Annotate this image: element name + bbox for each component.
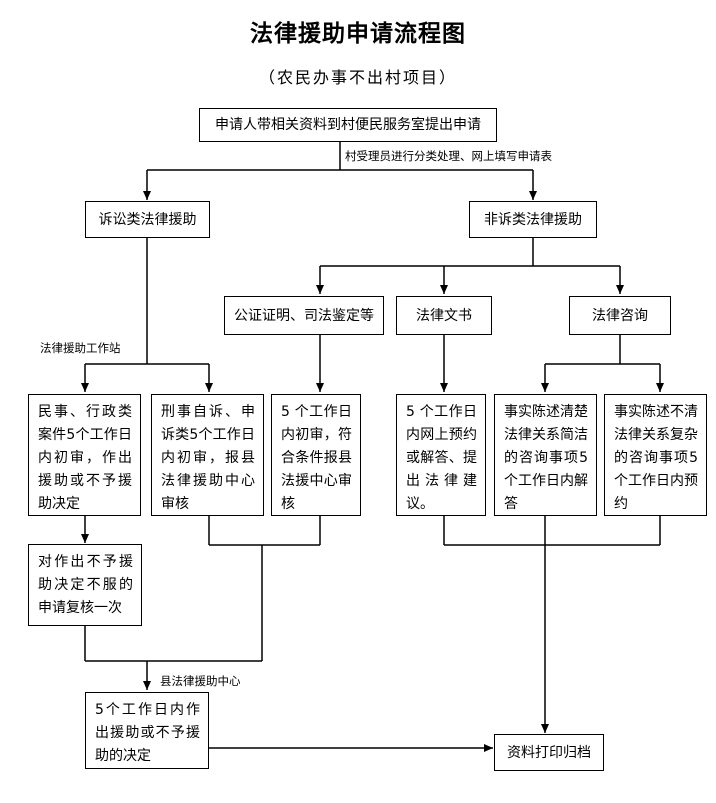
civil-admin-box: 民事、行政类案件5个工作日内初审，作出援助或不予援助决定 bbox=[28, 394, 141, 516]
consult-simple-box: 事实陈述清楚法律关系简洁的咨询事项5个工作日内解答 bbox=[494, 394, 597, 516]
review-once-box: 对作出不予援助决定不服的申请复核一次 bbox=[28, 544, 142, 626]
county-center-note: 县法律援助中心 bbox=[160, 674, 241, 688]
apply-box: 申请人带相关资料到村便民服务室提出申请 bbox=[199, 108, 497, 142]
legal-docs-box: 法律文书 bbox=[396, 296, 492, 335]
non-litigation-box: 非诉类法律援助 bbox=[469, 201, 597, 238]
criminal-box: 刑事自诉、申诉类5个工作日内初审，报县法律援助中心审核 bbox=[151, 394, 264, 516]
consult-complex-box: 事实陈述不清法律关系复杂的咨询事项5个工作日内预约 bbox=[604, 394, 707, 516]
classify-note: 村受理员进行分类处理、网上填写申请表 bbox=[345, 149, 552, 163]
station-note: 法律援助工作站 bbox=[40, 341, 121, 355]
page-subtitle: （农民办事不出村项目） bbox=[258, 68, 457, 87]
page-title: 法律援助申请流程图 bbox=[250, 21, 466, 47]
notary-review-box: 5 个工作日内初审，符合条件报县法援中心审核 bbox=[271, 394, 361, 516]
litigation-box: 诉讼类法律援助 bbox=[85, 201, 210, 238]
final-decision-box: 5个工作日内作出援助或不予援助的决定 bbox=[85, 692, 209, 769]
archive-box: 资料打印归档 bbox=[494, 734, 604, 771]
notary-box: 公证证明、司法鉴定等 bbox=[224, 296, 384, 335]
docs-online-box: 5 个工作日内网上预约或解答、提出法律建议。 bbox=[396, 394, 486, 516]
consult-box: 法律咨询 bbox=[569, 296, 671, 335]
